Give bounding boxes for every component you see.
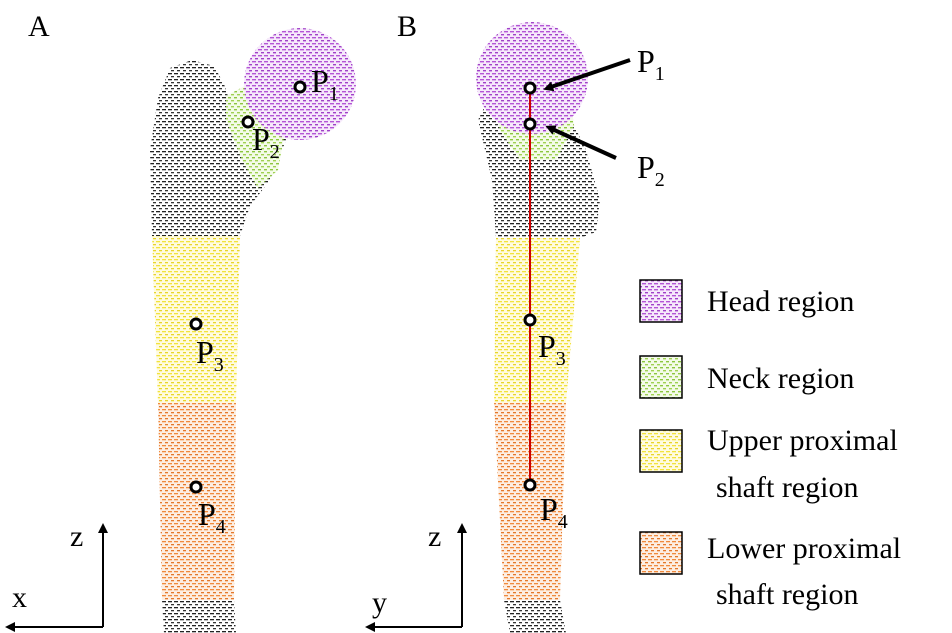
point-p3-a-marker [191, 319, 201, 329]
distal-shaft-a [162, 600, 236, 633]
legend-label-upper-line2: shaft region [716, 471, 858, 504]
legend-label-lower-line1: Lower proximal [707, 532, 901, 565]
point-p1-a-marker [295, 82, 305, 92]
point-p3-a-sub: 3 [214, 354, 224, 376]
legend-item-head: Head region [640, 280, 854, 322]
point-p3-b-marker [525, 315, 535, 325]
legend-swatch-neck [640, 356, 682, 398]
point-p3-b-letter: P [538, 328, 556, 364]
axes-b: z y [370, 520, 462, 627]
point-p4-b-marker [525, 480, 535, 490]
point-p1-a-sub: 1 [329, 83, 339, 105]
callout-p2-sub: 2 [655, 169, 665, 191]
axes-a: z x [10, 520, 103, 627]
point-p2-a-letter: P [252, 121, 270, 157]
callout-p1-letter: P [637, 43, 655, 79]
point-p4-a-sub: 4 [216, 516, 226, 538]
panel-label-b: B [397, 10, 417, 43]
point-p2-b [525, 119, 535, 129]
legend-label-neck: Neck region [707, 362, 854, 395]
legend-swatch-upper [640, 430, 682, 472]
upper-shaft-b [494, 238, 580, 403]
legend-item-lower: Lower proximal shaft region [640, 532, 901, 611]
point-p2-b-marker [525, 119, 535, 129]
point-p3-b-sub: 3 [556, 348, 566, 370]
point-p3-a-letter: P [196, 334, 214, 370]
legend-swatch-head [640, 280, 682, 322]
legend-item-upper: Upper proximal shaft region [640, 424, 898, 504]
legend-swatch-lower [640, 532, 682, 574]
axis-y-b-label: y [372, 586, 387, 619]
lower-shaft-a [158, 403, 236, 600]
svg-text:P1: P1 [637, 43, 665, 85]
legend-label-upper-line1: Upper proximal [707, 424, 898, 457]
legend: Head region Neck region Upper proximal s… [640, 280, 901, 611]
point-p1-b [525, 83, 535, 93]
legend-label-head: Head region [707, 285, 854, 318]
svg-text:P4: P4 [540, 491, 568, 533]
svg-text:P2: P2 [637, 149, 665, 191]
point-p4-b-sub: 4 [558, 511, 568, 533]
point-p2-a-sub: 2 [270, 141, 280, 163]
axis-z-b-label: z [428, 520, 441, 553]
callout-p2-letter: P [637, 149, 655, 185]
distal-shaft-b [504, 600, 566, 633]
axis-x-a-label: x [12, 581, 27, 614]
panel-label-a: A [28, 10, 50, 43]
legend-label-lower-line2: shaft region [716, 578, 858, 611]
point-p1-b-marker [525, 83, 535, 93]
point-p4-a-letter: P [198, 496, 216, 532]
axis-z-a-label: z [70, 520, 83, 553]
point-p4-a-marker [191, 482, 201, 492]
legend-item-neck: Neck region [640, 356, 854, 398]
point-p1-a-letter: P [311, 63, 329, 99]
callout-p1-sub: 1 [655, 63, 665, 85]
point-p4-b-letter: P [540, 491, 558, 527]
